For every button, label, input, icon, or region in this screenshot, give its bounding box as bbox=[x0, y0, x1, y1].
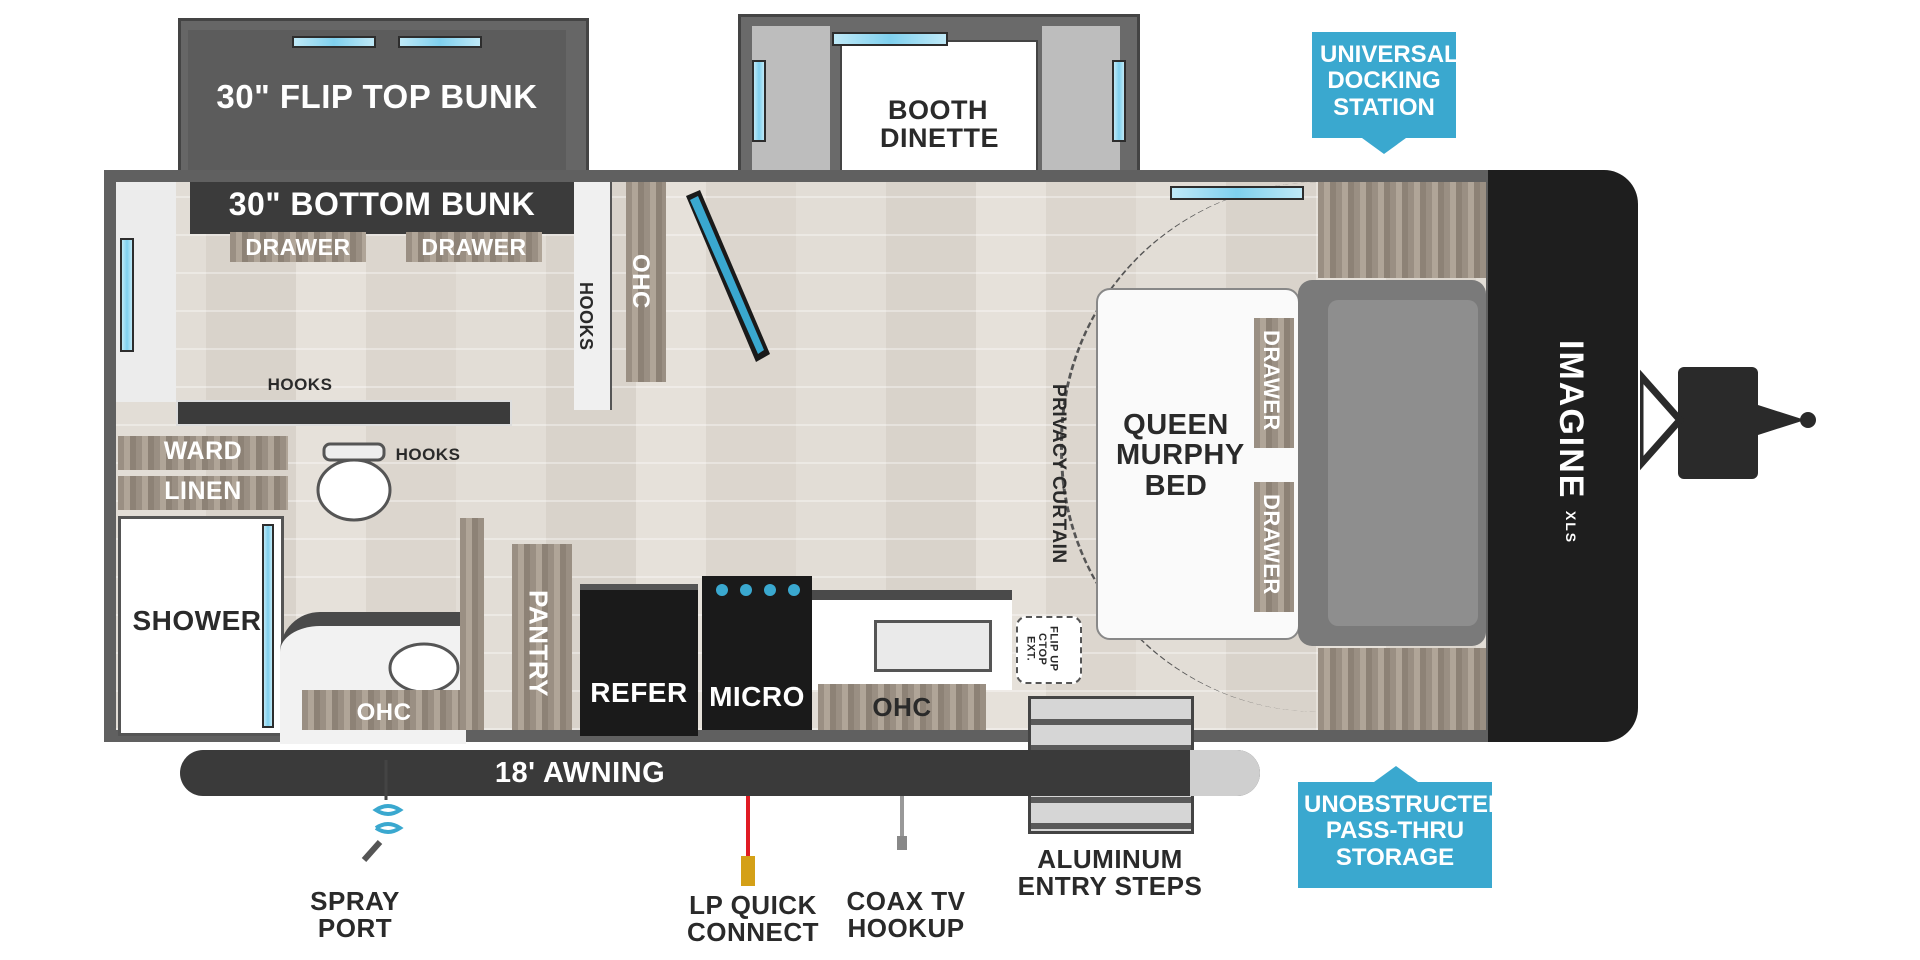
bunk-drawer-1 bbox=[230, 232, 366, 262]
aluminum-entry-steps-label: ALUMINUM ENTRY STEPS bbox=[1017, 844, 1203, 902]
bunk-drawer-1-label: DRAWER bbox=[245, 234, 351, 260]
dinette-window-right bbox=[1112, 60, 1126, 142]
micro-label: MICRO bbox=[709, 681, 805, 712]
ward-label: WARD bbox=[163, 437, 243, 465]
hooks-label-2: HOOKS bbox=[395, 445, 461, 464]
ohc-upper-label: OHC bbox=[627, 254, 655, 309]
rear-window bbox=[120, 238, 134, 352]
pantry bbox=[512, 544, 572, 730]
refer-label: REFER bbox=[590, 677, 688, 708]
bunk-window-1 bbox=[292, 36, 376, 48]
toilet-icon bbox=[308, 440, 400, 530]
booth-dinette-label: BOOTH DINETTE bbox=[880, 95, 1000, 154]
brand-name: IMAGINE bbox=[1552, 340, 1590, 500]
side-window-front bbox=[1170, 186, 1304, 200]
universal-docking-station-label: UNIVERSAL DOCKING STATION bbox=[1320, 41, 1459, 121]
front-shelf-bottom bbox=[1318, 648, 1486, 730]
pantry-label: PANTRY bbox=[523, 590, 554, 697]
hooks-label-1: HOOKS bbox=[267, 375, 333, 394]
front-shelf-top bbox=[1318, 182, 1486, 278]
awning-label: 18' AWNING bbox=[494, 757, 666, 789]
dinette-window-top bbox=[832, 32, 948, 46]
universal-docking-station-callout: UNIVERSAL DOCKING STATION bbox=[1312, 32, 1459, 138]
murphy-sofa-seat bbox=[1328, 300, 1478, 626]
dinette-bench-right bbox=[1042, 26, 1120, 176]
hooks-panel bbox=[574, 182, 612, 410]
front-cap bbox=[1488, 170, 1638, 742]
kitchen-sink-icon bbox=[874, 620, 992, 672]
bunk-drawer-2-label: DRAWER bbox=[421, 234, 527, 260]
privacy-curtain-label: PRIVACY CURTAIN bbox=[1047, 384, 1069, 564]
linen-label: LINEN bbox=[164, 477, 242, 505]
privacy-curtain-line bbox=[1060, 182, 1323, 712]
ohc-bath bbox=[302, 690, 466, 730]
wardrobe bbox=[118, 436, 288, 470]
coax-connector-icon bbox=[892, 796, 912, 852]
refrigerator bbox=[580, 584, 698, 736]
flip-top-bunk-label: 30" FLIP TOP BUNK bbox=[216, 78, 538, 115]
coax-tv-hookup-label: COAX TV HOOKUP bbox=[846, 886, 966, 944]
flip-up-ctop-label: FLIP UP CTOP EXT. bbox=[1024, 626, 1060, 672]
hooks-vertical-label: HOOKS bbox=[575, 282, 596, 351]
shower bbox=[118, 516, 284, 736]
bunk-window-2 bbox=[398, 36, 482, 48]
spray-port-label: SPRAY PORT bbox=[310, 886, 400, 944]
spray-hose-icon bbox=[358, 760, 418, 870]
docking-callout-arrow bbox=[1362, 138, 1406, 154]
ohc-kitchen bbox=[818, 684, 986, 730]
shower-glass bbox=[262, 524, 274, 728]
pass-thru-storage-label: UNOBSTRUCTED PASS-THRU STORAGE bbox=[1304, 791, 1506, 871]
queen-murphy-bed-label: QUEEN MURPHY BED bbox=[1116, 409, 1245, 502]
linen-cabinet bbox=[118, 476, 288, 510]
bottom-bunk bbox=[190, 182, 574, 234]
lp-quick-connect-label: LP QUICK CONNECT bbox=[686, 890, 820, 948]
hooks-shelf bbox=[176, 400, 512, 426]
bed-drawer-1 bbox=[1254, 318, 1294, 448]
bunk-drawer-2 bbox=[406, 232, 542, 262]
brand-logo: IMAGINE XLS bbox=[1548, 340, 1590, 545]
bed-drawer-2-label: DRAWER bbox=[1259, 494, 1285, 595]
flip-top-bunk bbox=[188, 30, 566, 170]
awning-end bbox=[1190, 750, 1260, 796]
flip-up-countertop-ext bbox=[1016, 616, 1082, 684]
bed-drawer-1-label: DRAWER bbox=[1259, 330, 1285, 431]
tv-icon bbox=[686, 190, 770, 370]
brand-sub: XLS bbox=[1563, 510, 1579, 545]
ohc-cabinet-upper bbox=[626, 182, 666, 382]
bed-drawer-2 bbox=[1254, 482, 1294, 612]
stove-burner-icon bbox=[708, 580, 806, 600]
dinette-window-left bbox=[752, 60, 766, 142]
lp-connector-icon bbox=[736, 796, 760, 892]
stove-micro bbox=[702, 576, 812, 730]
shower-label: SHOWER bbox=[132, 605, 262, 636]
storage-callout-arrow bbox=[1374, 766, 1418, 782]
hitch-icon bbox=[1640, 367, 1816, 479]
ohc-bath-label: OHC bbox=[356, 699, 412, 726]
sink-icon bbox=[386, 640, 462, 696]
bottom-bunk-label: 30" BOTTOM BUNK bbox=[228, 186, 536, 222]
pass-thru-storage-callout: UNOBSTRUCTED PASS-THRU STORAGE bbox=[1298, 782, 1506, 888]
ohc-kitchen-label: OHC bbox=[872, 692, 932, 722]
awning bbox=[180, 750, 1260, 796]
bath-wall-post bbox=[460, 518, 484, 730]
